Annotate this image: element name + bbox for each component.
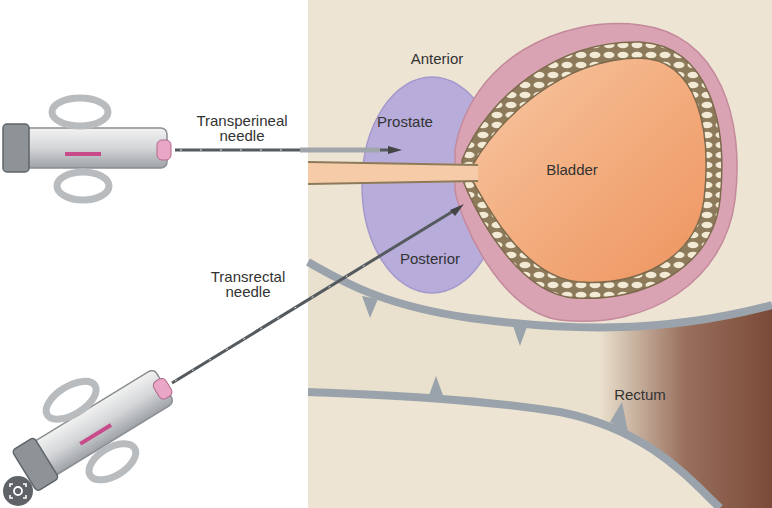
part-label: Posterior bbox=[400, 251, 460, 266]
organ-label: Bladder bbox=[546, 162, 598, 178]
organ-region: Prostate bbox=[373, 112, 437, 132]
organ-label: Prostate bbox=[377, 114, 433, 130]
part-label: Transrectal needle bbox=[198, 269, 298, 299]
organ-label: Rectum bbox=[614, 387, 666, 403]
part-label: Transperineal needle bbox=[186, 113, 298, 143]
organ-region: Bladder bbox=[542, 160, 602, 180]
part-label: Anterior bbox=[411, 51, 464, 66]
organ-region: Rectum bbox=[610, 385, 670, 405]
